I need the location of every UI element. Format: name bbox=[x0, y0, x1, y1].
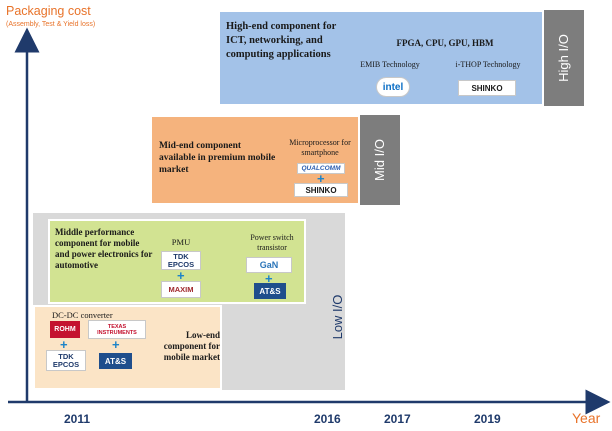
x-axis-title: Year bbox=[572, 410, 601, 426]
mid-io-label: Mid I/O bbox=[372, 139, 387, 181]
low-middle-description: Middle performance component for mobile … bbox=[55, 227, 153, 270]
mid-io-band bbox=[360, 115, 400, 205]
high-products: FPGA, CPU, GPU, HBM bbox=[396, 38, 494, 48]
intel-logo: intel bbox=[376, 77, 410, 97]
converter-label: DC-DC converter bbox=[52, 310, 113, 320]
high-tech-left: EMIB Technology bbox=[360, 60, 420, 69]
switch-label: Power switch transistor bbox=[250, 233, 294, 252]
year-2019: 2019 bbox=[474, 412, 501, 426]
low-io-label: Low I/O bbox=[330, 294, 345, 340]
year-2017: 2017 bbox=[384, 412, 411, 426]
switch-plus-icon: + bbox=[265, 271, 273, 286]
year-2016: 2016 bbox=[314, 412, 341, 426]
high-io-label: High I/O bbox=[556, 34, 571, 82]
rohm-logo: ROHM bbox=[50, 321, 80, 338]
high-tech-right: i-THOP Technology bbox=[455, 60, 521, 69]
mid-description: Mid-end component available in premium m… bbox=[159, 141, 276, 175]
ti-plus-icon: + bbox=[112, 337, 120, 352]
pmu-plus-icon: + bbox=[177, 268, 185, 283]
rohm-plus-icon: + bbox=[60, 337, 68, 352]
tdk-epcos-logo-converter: TDK EPCOS bbox=[46, 350, 86, 371]
ats-logo-converter: AT&S bbox=[99, 353, 132, 369]
low-end-description: Low-end component for mobile market bbox=[163, 330, 220, 362]
maxim-logo: MAXIM bbox=[161, 281, 201, 298]
high-description: High-end component for ICT, networking, … bbox=[226, 21, 337, 60]
texas-instruments-logo: TEXAS INSTRUMENTS bbox=[88, 320, 146, 339]
shinko-logo-high: SHINKO bbox=[458, 80, 516, 96]
qualcomm-logo: QUALCOMM bbox=[297, 163, 345, 174]
mid-product: Microprocessor for smartphone bbox=[289, 138, 351, 157]
mid-plus-icon: + bbox=[317, 171, 325, 186]
tdk-epcos-logo-pmu: TDK EPCOS bbox=[161, 251, 201, 270]
ats-logo-switch: AT&S bbox=[254, 283, 286, 299]
year-2011: 2011 bbox=[64, 412, 91, 426]
shinko-logo-mid: SHINKO bbox=[294, 183, 348, 197]
pmu-label: PMU bbox=[171, 237, 191, 247]
high-io-band bbox=[544, 10, 584, 106]
y-axis-subtitle: (Assembly, Test & Yield loss) bbox=[6, 21, 96, 28]
gan-logo: GaN bbox=[246, 257, 292, 273]
y-axis-title: Packaging cost bbox=[6, 4, 91, 18]
low-bottom-panel bbox=[33, 305, 222, 390]
